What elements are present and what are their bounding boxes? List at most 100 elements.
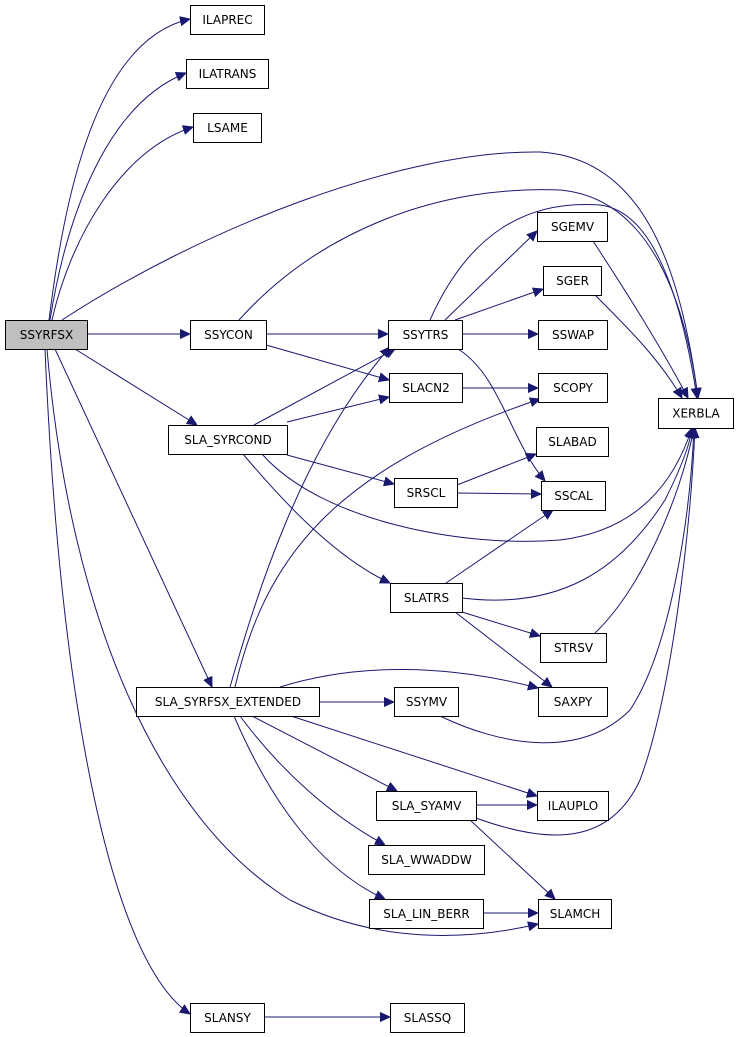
- edge-ssytrs-to-sger: [454, 289, 543, 321]
- node-box: [136, 687, 320, 717]
- node-slansy[interactable]: SLANSY: [190, 1003, 265, 1033]
- node-scopy[interactable]: SCOPY: [538, 373, 608, 403]
- edge-sla_syrcond-to-slatrs: [242, 453, 390, 583]
- node-label: SGER: [556, 274, 589, 288]
- node-ilatrans[interactable]: ILATRANS: [186, 59, 269, 89]
- edge-strsv-to-xerbla: [594, 428, 694, 634]
- node-label: SSYRFSX: [20, 328, 73, 342]
- edge-slatrs-to-xerbla: [461, 428, 692, 601]
- node-ssymv[interactable]: SSYMV: [394, 687, 459, 717]
- edge-ssyrfsx-to-slamch: [46, 348, 538, 936]
- node-ilaprec[interactable]: ILAPREC: [190, 5, 265, 35]
- node-label: SLA_WWADDW: [381, 853, 472, 867]
- node-slassq[interactable]: SLASSQ: [390, 1003, 465, 1033]
- edge-sla_syamv-to-xerbla: [475, 428, 695, 836]
- node-label: SSYCON: [204, 328, 253, 342]
- node-box: [540, 633, 607, 663]
- node-box: [376, 791, 477, 821]
- edge-sla_syrfsx_extended-to-ilauplo: [290, 715, 537, 796]
- node-label: SLATRS: [404, 591, 449, 605]
- node-box: [538, 373, 608, 403]
- edge-ssycon-to-xerbla: [238, 189, 698, 398]
- edge-ssyrfsx-to-sla_syrfsx_extended: [54, 348, 212, 687]
- node-ssycon[interactable]: SSYCON: [190, 320, 267, 350]
- node-label: SSCAL: [554, 489, 593, 503]
- edge-sla_syrfsx_extended-to-saxpy: [279, 668, 538, 688]
- edge-ssytrs-to-sgemv: [444, 231, 537, 321]
- node-label: SAXPY: [554, 695, 593, 709]
- edge-sla_syrfsx_extended-to-sla_syamv: [251, 715, 397, 791]
- node-slacn2[interactable]: SLACN2: [389, 373, 463, 403]
- node-sla_wwaddw[interactable]: SLA_WWADDW: [368, 845, 485, 875]
- node-box: [390, 1003, 465, 1033]
- node-label: SLA_SYRFSX_EXTENDED: [155, 695, 301, 709]
- node-label: SLA_LIN_BERR: [383, 907, 469, 921]
- node-sla_syrfsx_extended[interactable]: SLA_SYRFSX_EXTENDED: [136, 687, 320, 717]
- node-ilauplo[interactable]: ILAUPLO: [537, 791, 609, 821]
- node-label: SSYTRS: [403, 328, 449, 342]
- node-box: [538, 899, 612, 929]
- node-box: [193, 113, 262, 143]
- edge-sla_syrfsx_extended-to-sla_lin_berr: [233, 715, 385, 899]
- node-label: SLACN2: [402, 381, 450, 395]
- edge-slatrs-to-sscal: [445, 510, 553, 584]
- node-box: [388, 320, 463, 350]
- edge-ssyrfsx-to-xerbla: [61, 151, 698, 398]
- edge-slatrs-to-strsv: [461, 611, 540, 636]
- node-slamch[interactable]: SLAMCH: [538, 899, 612, 929]
- node-sswap[interactable]: SSWAP: [538, 320, 608, 350]
- edge-sla_syrcond-to-slacn2: [286, 397, 389, 423]
- node-label: SLASSQ: [404, 1011, 451, 1025]
- node-xerbla[interactable]: XERBLA: [658, 398, 734, 429]
- node-box: [190, 320, 267, 350]
- node-box: [390, 583, 463, 613]
- node-label: ILATRANS: [199, 67, 257, 81]
- node-label: STRSV: [554, 641, 594, 655]
- node-saxpy[interactable]: SAXPY: [538, 687, 608, 717]
- node-box: [541, 481, 606, 511]
- node-label: SCOPY: [553, 381, 593, 395]
- node-box: [538, 687, 608, 717]
- edge-sla_syrcond-to-srscl: [286, 454, 394, 484]
- node-lsame[interactable]: LSAME: [193, 113, 262, 143]
- node-box: [186, 59, 269, 89]
- node-sla_syamv[interactable]: SLA_SYAMV: [376, 791, 477, 821]
- node-box: [394, 478, 458, 508]
- node-sgemv[interactable]: SGEMV: [537, 212, 608, 242]
- node-box: [537, 212, 608, 242]
- edge-ssyrfsx-to-lsame: [51, 127, 193, 321]
- node-label: SLA_SYRCOND: [184, 433, 272, 447]
- node-sger[interactable]: SGER: [543, 266, 602, 296]
- node-box: [5, 320, 88, 350]
- node-label: SSWAP: [552, 328, 594, 342]
- node-srscl[interactable]: SRSCL: [394, 478, 458, 508]
- node-sla_lin_berr[interactable]: SLA_LIN_BERR: [369, 899, 484, 929]
- node-label: SGEMV: [551, 220, 595, 234]
- edge-ssyrfsx-to-ilatrans: [49, 73, 186, 321]
- node-label: LSAME: [207, 121, 248, 135]
- node-sla_syrcond[interactable]: SLA_SYRCOND: [168, 425, 288, 455]
- node-box: [369, 899, 484, 929]
- node-box: [168, 425, 288, 455]
- node-box: [538, 320, 608, 350]
- edge-ssyrfsx-to-sla_syrcond: [74, 348, 197, 425]
- edge-sla_syrcond-to-xerbla: [261, 428, 692, 542]
- node-label: SLANSY: [204, 1011, 251, 1025]
- node-label: XERBLA: [672, 407, 720, 421]
- edge-sla_syrfsx_extended-to-sla_wwaddw: [239, 715, 385, 845]
- edge-sla_syamv-to-slamch: [469, 819, 555, 899]
- node-label: SLAMCH: [550, 907, 601, 921]
- node-ssytrs[interactable]: SSYTRS: [388, 320, 463, 350]
- edge-sla_syrfsx_extended-to-scopy: [234, 399, 540, 688]
- node-box: [658, 398, 734, 429]
- edge-slatrs-to-saxpy: [454, 611, 552, 687]
- nodes-layer: SSYRFSX ILAPREC ILATRANS LSAME SSYCON SLA_SYR…: [5, 5, 734, 1033]
- edge-sla_syrfsx_extended-to-ssytrs: [229, 347, 390, 688]
- edge-srscl-to-sscal: [456, 493, 541, 494]
- node-strsv[interactable]: STRSV: [540, 633, 607, 663]
- node-slabad[interactable]: SLABAD: [536, 427, 609, 457]
- node-box: [537, 791, 609, 821]
- edge-ssytrs-to-xerbla: [429, 203, 697, 398]
- node-sscal[interactable]: SSCAL: [541, 481, 606, 511]
- node-slatrs[interactable]: SLATRS: [390, 583, 463, 613]
